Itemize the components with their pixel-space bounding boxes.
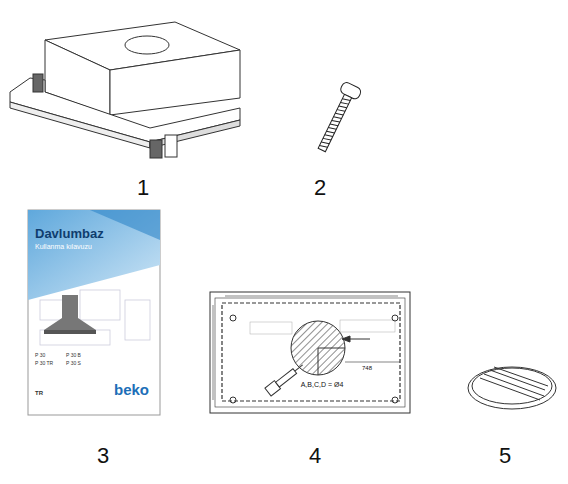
callout-number: 3	[97, 445, 109, 467]
range-hood	[10, 22, 240, 158]
cover-text: P 30 TR	[35, 361, 53, 366]
cover-text: P 30 B	[66, 353, 81, 358]
booklet	[28, 210, 160, 415]
round-plates	[468, 367, 556, 409]
cover-text: P 30 S	[66, 361, 81, 366]
cover-text: P 30	[35, 353, 45, 358]
cover-text: TR	[35, 390, 43, 396]
callout-number: 1	[137, 177, 149, 199]
cover-text: Davlumbaz	[35, 227, 104, 240]
callout-number: 2	[314, 177, 326, 199]
cover-text: Kullanma kılavuzu	[35, 243, 92, 250]
cover-text: beko	[114, 382, 149, 397]
screw	[313, 81, 363, 154]
booklet-cover: DavlumbazKullanma kılavuzu P 30 P 30 TR P 3…	[28, 210, 160, 415]
dimension: 748	[362, 365, 372, 371]
hole-note: A,B,C,D = Ø4	[301, 381, 344, 388]
callout-number: 5	[499, 445, 511, 467]
mounting-template	[210, 292, 410, 413]
callout-number: 4	[309, 445, 321, 467]
